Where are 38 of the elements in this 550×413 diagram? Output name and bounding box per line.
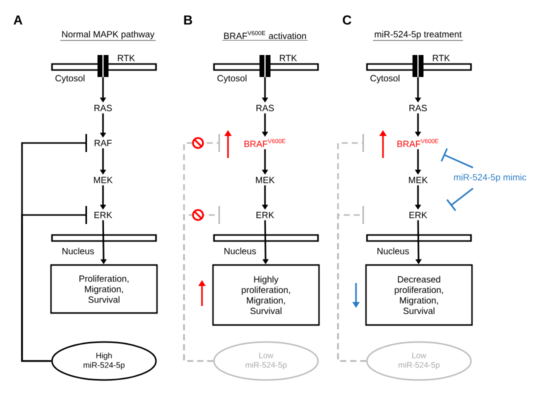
- protein-label: BRAF$^{V600E}$: [397, 139, 438, 147]
- node-label: RTK: [432, 54, 450, 62]
- compartment-label: Nucleus: [62, 248, 94, 254]
- node-label: RTK: [118, 54, 135, 62]
- protein-label: RAS: [409, 104, 427, 112]
- protein-label: ERK: [94, 212, 112, 218]
- inhibition-line: [21, 206, 87, 362]
- compartment-label: Nucleus: [224, 248, 256, 254]
- protein-label: MEK: [256, 176, 275, 184]
- protein-label: BRAF$^{V600E}$: [244, 139, 286, 147]
- inhibition-line: [183, 206, 220, 362]
- receptor: RTK: [260, 54, 297, 78]
- protein-label: RAS: [94, 104, 112, 112]
- receptor: RTK: [98, 54, 135, 78]
- outcome-box: Proliferation, Migration, Survival: [50, 264, 158, 314]
- inhibition-line: [440, 148, 474, 168]
- outcome-box: Decreased proliferation, Migration, Survival: [365, 264, 473, 326]
- receptor: RTK: [412, 54, 450, 78]
- protein-label: RAF: [94, 140, 112, 146]
- panel-title: Normal MAPK pathway: [60, 30, 156, 41]
- inhibition-line: [337, 206, 366, 362]
- compartment-label: Cytosol: [217, 74, 246, 84]
- protein-label: MEK: [94, 176, 113, 184]
- panel-title: BRAF$^{V600E}$ activation: [222, 30, 308, 41]
- protein-label: ERK: [409, 212, 428, 218]
- panel-letter: C: [342, 15, 352, 25]
- outcome-box: Highly proliferation, Migration, Survival: [212, 264, 320, 326]
- panel-letter: A: [14, 16, 22, 24]
- panel-letter: B: [184, 16, 192, 24]
- mimic-label: miR-524-5p mimic: [454, 174, 526, 182]
- node-label: RTK: [280, 54, 297, 62]
- protein-label: MEK: [408, 176, 428, 184]
- protein-label: ERK: [256, 212, 274, 218]
- panel-title: miR-524-5p treatment: [372, 30, 464, 41]
- compartment-label: Cytosol: [55, 74, 84, 84]
- compartment-label: Nucleus: [377, 248, 409, 254]
- protein-label: RAS: [256, 104, 274, 112]
- compartment-label: Cytosol: [370, 74, 400, 84]
